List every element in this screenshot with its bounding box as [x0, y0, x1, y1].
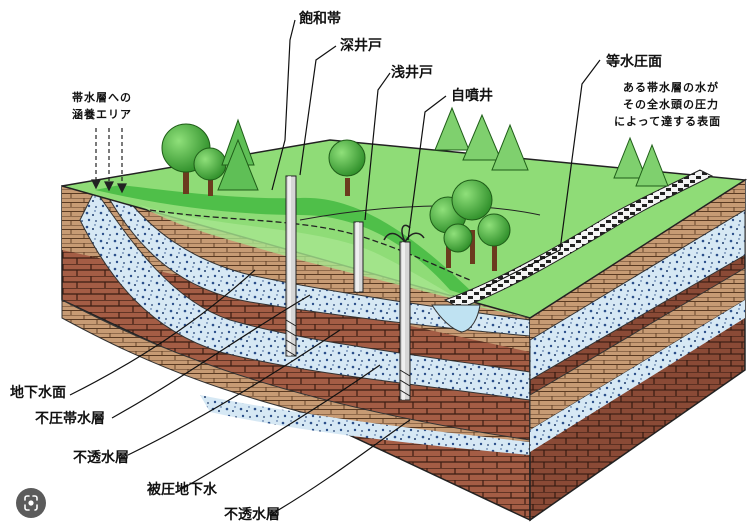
recharge-area-line-2: 涵養エリア: [72, 108, 132, 121]
label-impermeable-layer-upper: 不透水層: [73, 450, 129, 466]
label-artesian-well: 自噴井: [451, 88, 493, 104]
side-face: [529, 178, 746, 522]
leader-lines: [69, 19, 601, 516]
piezometric-desc-line-1: ある帯水層の水が: [623, 81, 719, 94]
lens-search-icon[interactable]: [16, 488, 46, 518]
recharge-arrows: [91, 128, 127, 194]
label-shallow-well: 浅井戸: [391, 65, 433, 81]
trees: [161, 106, 669, 271]
lens-glyph-icon: [24, 495, 38, 511]
deep-well: [285, 175, 297, 357]
label-deep-well: 深井戸: [340, 38, 382, 54]
piezometric-desc-line-3: によって達する表面: [614, 115, 722, 128]
label-piezometric-surface: 等水圧面: [606, 54, 662, 70]
artesian-well: [383, 224, 425, 401]
label-confined-groundwater: 被圧地下水: [147, 482, 217, 498]
recharge-area-line-1: 帯水層への: [72, 91, 132, 104]
label-saturated-zone: 飽和帯: [299, 11, 341, 27]
piezometric-desc-line-2: その全水頭の圧力: [623, 98, 719, 111]
label-unconfined-aquifer: 不圧帯水層: [35, 411, 105, 427]
shallow-well: [353, 221, 364, 293]
label-water-table: 地下水面: [10, 385, 66, 401]
label-impermeable-layer-lower: 不透水層: [224, 507, 280, 523]
